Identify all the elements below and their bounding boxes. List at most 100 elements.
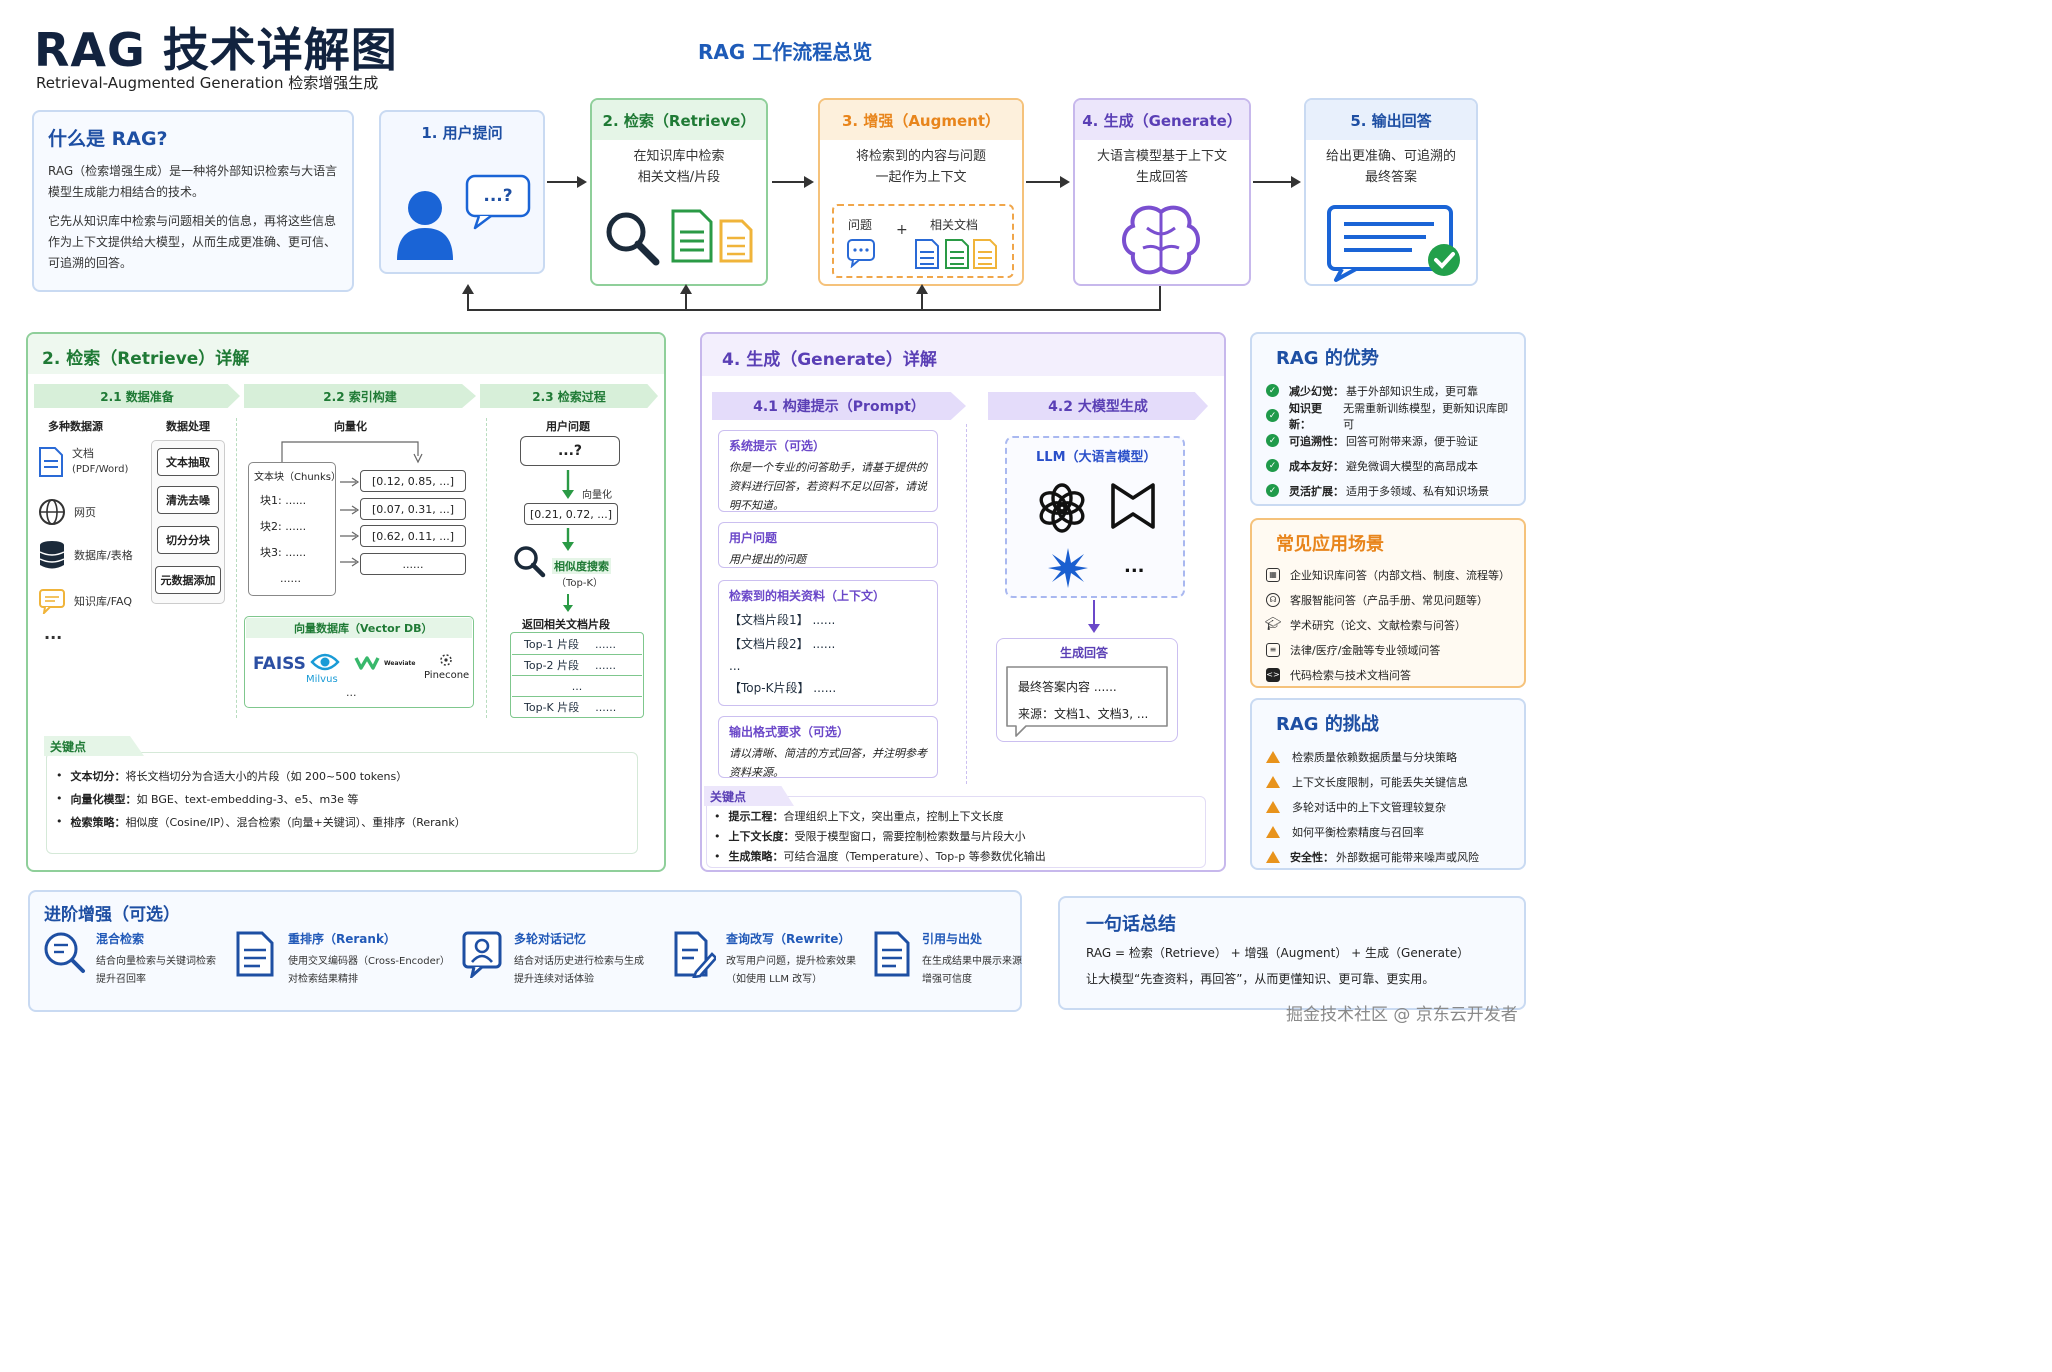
advanced-5-desc2: 增强可信度 bbox=[922, 974, 972, 985]
challenges-card: RAG 的挑战 检索质量依赖数据质量与分块策略 上下文长度限制，可能丢失关键信息… bbox=[1250, 698, 1526, 870]
result-row-4: Top-K 片段...... bbox=[512, 697, 642, 717]
globe-icon bbox=[39, 499, 65, 525]
flow-step-2-desc1: 在知识库中检索 bbox=[633, 149, 725, 164]
advanced-1-title: 混合检索 bbox=[96, 932, 145, 946]
chunk-to-vector-arrows bbox=[340, 477, 360, 567]
advanced-4-desc1: 改写用户问题，提升检索效果 bbox=[726, 956, 856, 967]
advanced-5-desc1: 在生成结果中展示来源 bbox=[922, 956, 1022, 967]
summary-line-1: RAG = 检索（Retrieve） + 增强（Augment） + 生成（Ge… bbox=[1086, 946, 1470, 960]
answer-line-1: 最终答案内容 ...... bbox=[1018, 680, 1117, 694]
retrieve-detail-header-bg bbox=[28, 334, 664, 374]
scenarios-card: 常见应用场景 ▦企业知识库问答（内部文档、制度、流程等） ☊客服智能问答（产品手… bbox=[1250, 518, 1526, 688]
flow-step-4-desc1: 大语言模型基于上下文 bbox=[1096, 149, 1227, 164]
advantage-4: ✓成本友好：避免微调大模型的高昂成本 bbox=[1266, 453, 1510, 478]
advantage-3-bold: 可追溯性： bbox=[1289, 434, 1344, 448]
document-icon bbox=[39, 447, 63, 477]
document-yellow-icon bbox=[719, 219, 753, 263]
result-1-dots: ...... bbox=[595, 637, 617, 651]
prompt-question-text: 用户提出的问题 bbox=[729, 553, 806, 566]
generate-keys-tab bbox=[704, 786, 794, 806]
user-icon bbox=[397, 191, 453, 260]
query-bubble: ...? bbox=[520, 436, 620, 466]
advanced-hybrid-search: 混合检索结合向量检索与关键词检索提升召回率 bbox=[42, 930, 216, 989]
process-metadata: 元数据添加 bbox=[155, 566, 221, 594]
advanced-4-title: 查询改写（Rewrite） bbox=[726, 932, 851, 946]
flow-step-5-title: 5. 输出回答 bbox=[1306, 100, 1476, 140]
advanced-citation: 引用与出处在生成结果中展示来源增强可信度 bbox=[872, 930, 1022, 989]
stage-retrieval-process: 2.3 检索过程 bbox=[480, 384, 658, 408]
advanced-1-desc1: 结合向量检索与关键词检索 bbox=[96, 956, 216, 967]
vectorize-title: 向量化 bbox=[334, 420, 367, 433]
query-down-arrow-2 bbox=[562, 528, 574, 551]
flow-step-2-desc2: 相关文档/片段 bbox=[637, 170, 721, 185]
flow-step-4-desc2: 生成回答 bbox=[1135, 170, 1188, 185]
prompt-context-l2: 【文档片段2】 ...... bbox=[729, 637, 836, 651]
question-bubble-icon bbox=[465, 174, 531, 230]
question-bubble-text: ...? bbox=[483, 186, 513, 206]
flow-step-5-desc2: 最终答案 bbox=[1364, 170, 1417, 185]
chunk-more: ...... bbox=[280, 572, 301, 585]
challenge-1-text: 检索质量依赖数据质量与分块策略 bbox=[1292, 750, 1457, 764]
sources-title: 多种数据源 bbox=[48, 420, 103, 433]
what-is-rag-p1: RAG（检索增强生成）是一种将外部知识检索与大语言模型生成能力相结合的技术。 bbox=[48, 164, 338, 199]
prompt-build-bar: 4.1 构建提示（Prompt） bbox=[712, 392, 966, 420]
generate-key-3-bold: 生成策略： bbox=[728, 850, 784, 863]
advanced-card bbox=[28, 890, 1022, 1012]
scenario-1: ▦企业知识库问答（内部文档、制度、流程等） bbox=[1266, 562, 1510, 587]
flow-step-3-title: 3. 增强（Augment） bbox=[820, 100, 1022, 140]
prompt-format-title: 输出格式要求（可选） bbox=[729, 725, 850, 739]
generate-key-3-text: 可结合温度（Temperature）、Top-p 等参数优化输出 bbox=[783, 850, 1046, 863]
summary-title: 一句话总结 bbox=[1086, 914, 1176, 935]
advantages-title: RAG 的优势 bbox=[1276, 348, 1379, 369]
source-faq: 知识库/FAQ bbox=[38, 588, 132, 614]
generate-keys-title: 关键点 bbox=[710, 790, 747, 804]
advantage-1-bold: 减少幻觉： bbox=[1289, 384, 1344, 398]
result-row-2: Top-2 片段...... bbox=[512, 655, 642, 676]
processing-title: 数据处理 bbox=[166, 420, 210, 433]
advantage-5-text: 适用于多领域、私有知识场景 bbox=[1346, 484, 1489, 498]
generate-key-2-bold: 上下文长度： bbox=[728, 830, 795, 843]
augment-question-label: 问题 bbox=[848, 218, 873, 232]
flow-feedback-arrows bbox=[462, 284, 1161, 311]
retrieve-keys-tab bbox=[44, 736, 144, 756]
similarity-search-sub: （Top-K） bbox=[556, 578, 604, 589]
advanced-4-desc2: （如使用 LLM 改写） bbox=[726, 974, 823, 985]
source-document: 文档(PDF/Word) bbox=[38, 446, 128, 478]
result-2-dots: ...... bbox=[595, 658, 617, 672]
watermark: 掘金技术社区 @ 京东云开发者 bbox=[1286, 1005, 1518, 1025]
advantage-3: ✓可追溯性：回答可附带来源，便于验证 bbox=[1266, 428, 1510, 453]
augment-context-box bbox=[832, 204, 1014, 278]
vector-2: [0.07, 0.31, ...] bbox=[360, 498, 466, 520]
flow-step-1-title: 1. 用户提问 bbox=[421, 123, 503, 142]
scenario-4-text: 法律/医疗/金融等专业领域问答 bbox=[1290, 643, 1441, 657]
check-icon: ✓ bbox=[1266, 459, 1279, 472]
summary-card bbox=[1058, 896, 1526, 1010]
challenges-title: RAG 的挑战 bbox=[1276, 714, 1379, 735]
chunk-3: 块3: ...... bbox=[260, 546, 307, 559]
source-web-label: 网页 bbox=[74, 506, 96, 519]
challenge-4: 如何平衡检索精度与召回率 bbox=[1266, 819, 1510, 844]
flow-step-retrieve: 2. 检索（Retrieve） 在知识库中检索相关文档/片段 bbox=[590, 98, 768, 286]
divider-2 bbox=[486, 418, 487, 718]
generate-detail-header-bg bbox=[702, 334, 1224, 376]
process-clean: 清洗去噪 bbox=[157, 486, 219, 514]
llm-down-arrow bbox=[1088, 600, 1100, 633]
similarity-search-icon bbox=[514, 546, 546, 578]
generate-key-2-text: 受限于模型窗口，需要控制检索数量与片段大小 bbox=[794, 830, 1026, 843]
summary-line-2: 让大模型“先查资料，再回答”，从而更懂知识、更可靠、更实用。 bbox=[1086, 972, 1435, 986]
retrieve-key-2-text: 如 BGE、text-embedding-3、e5、m3e 等 bbox=[136, 792, 359, 806]
advanced-rewrite: 查询改写（Rewrite） 改写用户问题，提升检索效果 （如使用 LLM 改写） bbox=[672, 930, 856, 989]
retrieve-key-1-bold: 文本切分： bbox=[70, 769, 126, 783]
retrieve-key-3: 检索策略：相似度（Cosine/IP）、混合检索（向量+关键词）、重排序（Rer… bbox=[56, 810, 466, 833]
check-icon: ✓ bbox=[1266, 384, 1279, 397]
retrieve-keys-list: 文本切分：将长文档切分为合适大小的片段（如 200~500 tokens） 向量… bbox=[56, 764, 466, 833]
challenge-2: 上下文长度限制，可能丢失关键信息 bbox=[1266, 769, 1510, 794]
chunk-1: 块1: ...... bbox=[260, 494, 307, 507]
source-database-label: 数据库/表格 bbox=[74, 549, 133, 562]
prompt-system-title: 系统提示（可选） bbox=[729, 439, 826, 453]
flow-step-3-desc2: 一起作为上下文 bbox=[875, 170, 967, 185]
flow-arrow-2 bbox=[772, 176, 814, 188]
scenario-2-text: 客服智能问答（产品手册、常见问题等） bbox=[1290, 593, 1488, 607]
retrieve-key-3-text: 相似度（Cosine/IP）、混合检索（向量+关键词）、重排序（Rerank） bbox=[125, 815, 466, 829]
challenge-3: 多轮对话中的上下文管理较复杂 bbox=[1266, 794, 1510, 819]
